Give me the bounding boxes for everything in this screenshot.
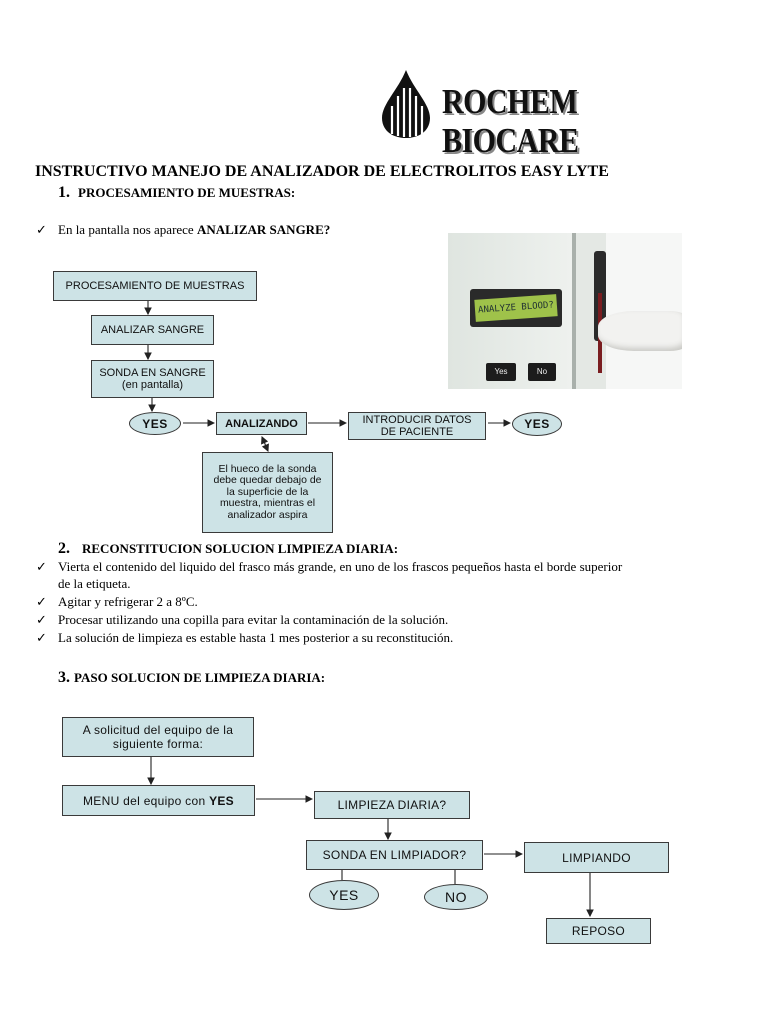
- section1-number: 1.: [58, 184, 70, 201]
- section2-heading-text: RECONSTITUCION SOLUCION LIMPIEZA DIARIA:: [82, 541, 399, 556]
- note-line: analizador aspira: [227, 508, 308, 521]
- logo-text: ROCHEM BIOCARE: [442, 82, 579, 160]
- flow-note-box: El hueco de la sonda debe quedar debajo …: [202, 452, 333, 533]
- section2-bullet-1: Vierta el contenido del liquido del fras…: [58, 559, 623, 574]
- solicitud-line1: A solicitud del equipo de la: [82, 723, 234, 737]
- flow-limpieza-box: LIMPIEZA DIARIA?: [314, 791, 470, 819]
- flow-menu-box: MENU del equipo con YES: [62, 785, 255, 816]
- section1-bullet: En la pantalla nos aparece ANALIZAR SANG…: [58, 222, 330, 238]
- no-key: No: [528, 363, 556, 381]
- section1-heading-text: PROCESAMIENTO DE MUESTRAS:: [78, 185, 296, 200]
- drop-logo-icon: [382, 70, 430, 138]
- analyzer-photo: ANALYZE BLOOD? Yes No: [448, 233, 682, 389]
- lcd-display: ANALYZE BLOOD?: [470, 289, 562, 327]
- flow-yes2-oval: YES: [512, 412, 562, 436]
- document-title: INSTRUCTIVO MANEJO DE ANALIZADOR DE ELEC…: [35, 163, 609, 180]
- sonda-line1: SONDA EN SANGRE: [99, 367, 206, 379]
- flow-sonda-limpiador-box: SONDA EN LIMPIADOR?: [306, 840, 483, 870]
- flow-yes1-oval: YES: [129, 412, 181, 435]
- flow-yes-oval: YES: [309, 880, 379, 910]
- flow-limpiando-box: LIMPIANDO: [524, 842, 669, 873]
- company-logo: ROCHEM BIOCARE: [376, 68, 716, 160]
- section2-heading: 2. RECONSTITUCION SOLUCION LIMPIEZA DIAR…: [58, 540, 398, 558]
- note-line: la superficie de la: [226, 485, 309, 498]
- checkmark-icon: ✓: [36, 559, 47, 574]
- connector-arrow: [261, 435, 269, 453]
- section1-heading: 1. PROCESAMIENTO DE MUESTRAS:: [58, 184, 295, 202]
- section2-number: 2.: [58, 540, 70, 557]
- section3-heading: 3. PASO SOLUCION DE LIMPIEZA DIARIA:: [58, 669, 325, 687]
- flow-analizando-box: ANALIZANDO: [216, 412, 307, 435]
- checkmark-icon: ✓: [36, 612, 47, 627]
- flow-introducir-box: INTRODUCIR DATOS DE PACIENTE: [348, 412, 486, 440]
- flow-solicitud-box: A solicitud del equipo de la siguiente f…: [62, 717, 254, 757]
- sonda-line2: (en pantalla): [121, 379, 184, 391]
- flow-sonda-box: SONDA EN SANGRE (en pantalla): [91, 360, 214, 398]
- yes-key: Yes: [486, 363, 516, 381]
- flow-no-oval: NO: [424, 884, 488, 910]
- checkmark-icon: ✓: [36, 630, 47, 645]
- bullet-text: En la pantalla nos aparece: [58, 222, 197, 237]
- note-line: debe quedar debajo de: [213, 474, 322, 487]
- bullet-bold-text: ANALIZAR SANGRE?: [196, 222, 331, 237]
- introducir-line2: DE PACIENTE: [380, 426, 454, 438]
- checkmark-icon: ✓: [36, 222, 47, 237]
- gloved-hand: [598, 311, 682, 351]
- section2-bullet-4: La solución de limpieza es estable hasta…: [58, 630, 454, 645]
- section2-bullet-1-cont: de la etiqueta.: [58, 576, 131, 591]
- note-line: El hueco de la sonda: [218, 462, 317, 475]
- introducir-line1: INTRODUCIR DATOS: [362, 414, 472, 426]
- section2-bullet-2: Agitar y refrigerar 2 a 8ºC.: [58, 594, 198, 609]
- checkmark-icon: ✓: [36, 594, 47, 609]
- note-line: muestra, mientras el: [219, 497, 316, 510]
- section2-bullet-3: Procesar utilizando una copilla para evi…: [58, 612, 449, 627]
- section3-number: 3.: [58, 669, 70, 686]
- flow-procesamiento-box: PROCESAMIENTO DE MUESTRAS: [53, 271, 257, 301]
- flow-analizar-box: ANALIZAR SANGRE: [91, 315, 214, 345]
- section3-heading-text: PASO SOLUCION DE LIMPIEZA DIARIA:: [74, 670, 326, 685]
- menu-bold-text: YES: [209, 793, 234, 808]
- flow-reposo-box: REPOSO: [546, 918, 651, 944]
- solicitud-line2: siguiente forma:: [112, 737, 204, 751]
- menu-text: MENU del equipo con: [83, 793, 210, 808]
